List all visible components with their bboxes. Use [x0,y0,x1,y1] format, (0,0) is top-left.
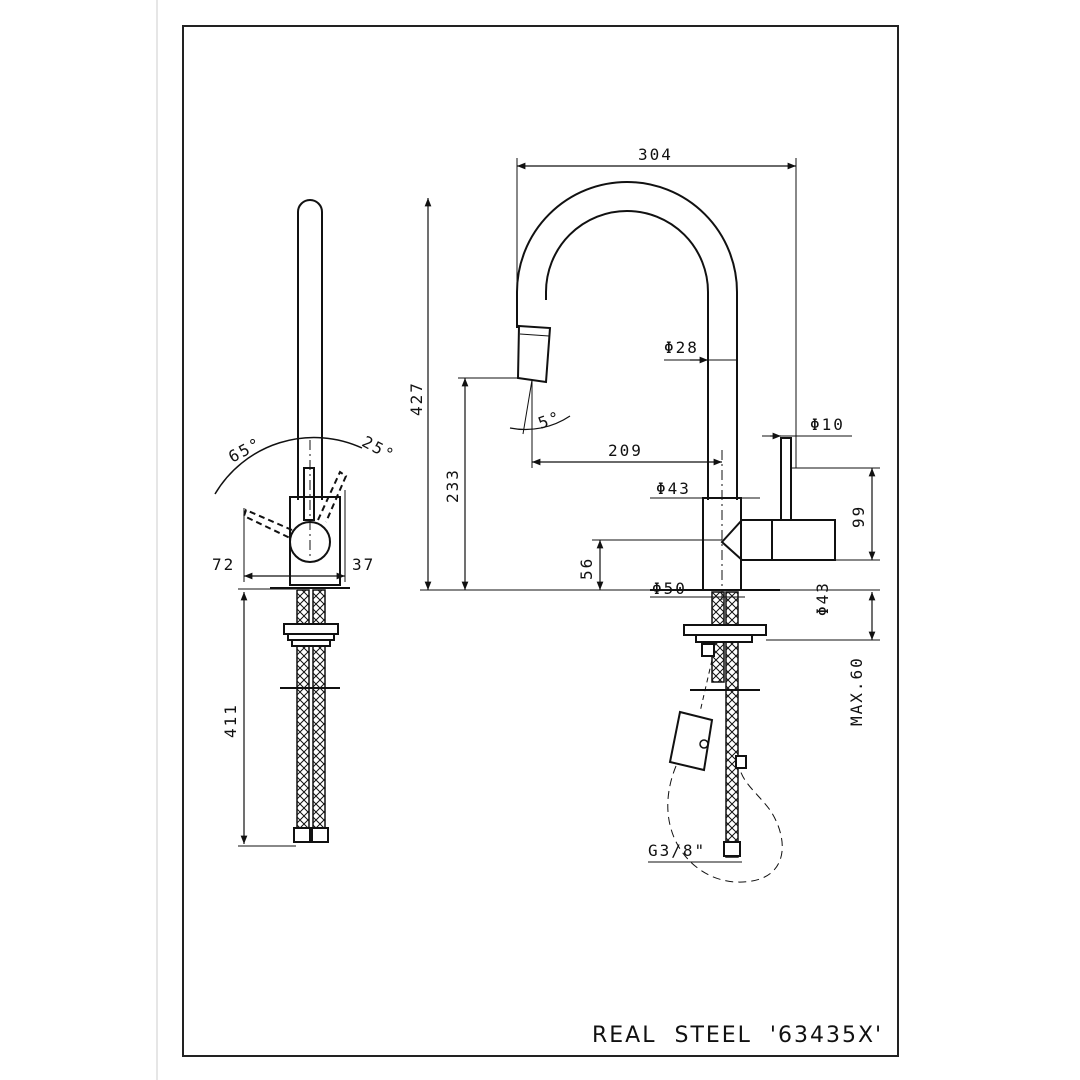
front-d50-label: Φ50 [652,579,687,598]
front-spout-inner [545,210,709,500]
side-width-left-label: 72 [212,555,235,574]
side-mount-nut [291,639,331,647]
drawing-frame [182,25,899,1057]
side-view [214,199,363,847]
front-fitting [723,841,741,857]
front-fitting-small [735,755,747,769]
front-spray-angle-label: 5° [536,407,564,433]
front-spout-height-label: 233 [443,468,462,503]
front-spray-seam [519,333,550,337]
front-connection-label: G3/8" [648,841,706,860]
front-handle [741,519,836,561]
side-spout [297,199,323,500]
side-angle-left-label: 65° [225,433,265,466]
front-view [420,158,880,883]
front-weight-bolt [699,739,709,749]
front-spray-head [516,324,552,384]
front-mount-washer [695,634,753,643]
front-pull-hose-loop [667,759,783,883]
front-d43-body-label: Φ43 [656,479,691,498]
side-fitting-left [293,827,311,843]
side-lever [303,467,315,521]
front-hose-weight [668,710,714,772]
front-spout-outer [516,181,738,500]
front-d10-label: Φ10 [810,415,845,434]
drawing-title: REAL STEEL '63435X' [592,1023,883,1048]
side-hose-length-label: 411 [221,703,240,738]
front-spray-arc [509,415,571,431]
front-handle-height-label: 99 [849,505,868,528]
side-lever-left [242,508,293,539]
side-angle-right-label: 25° [359,432,399,465]
side-fitting-right [311,827,329,843]
front-spray-tilt [522,379,533,435]
side-mount-plate [283,623,339,635]
front-mount-nut [701,643,715,657]
front-handle-wedge [720,519,773,561]
front-d28-label: Φ28 [664,338,699,357]
front-mount-plate [683,624,767,636]
side-angle-arc [214,436,363,495]
side-width-right-label: 37 [352,555,375,574]
front-max-deck-label: MAX.60 [847,656,866,726]
side-lever-right [317,470,348,523]
front-d43-hole-label: Φ43 [813,581,832,616]
front-handle-base-label: 56 [577,557,596,580]
front-spray-reach-label: 209 [608,441,643,460]
front-reach-label: 304 [638,145,673,164]
front-lever [780,437,792,521]
front-total-height-label: 427 [407,381,426,416]
front-pull-hose-upper [699,659,713,713]
